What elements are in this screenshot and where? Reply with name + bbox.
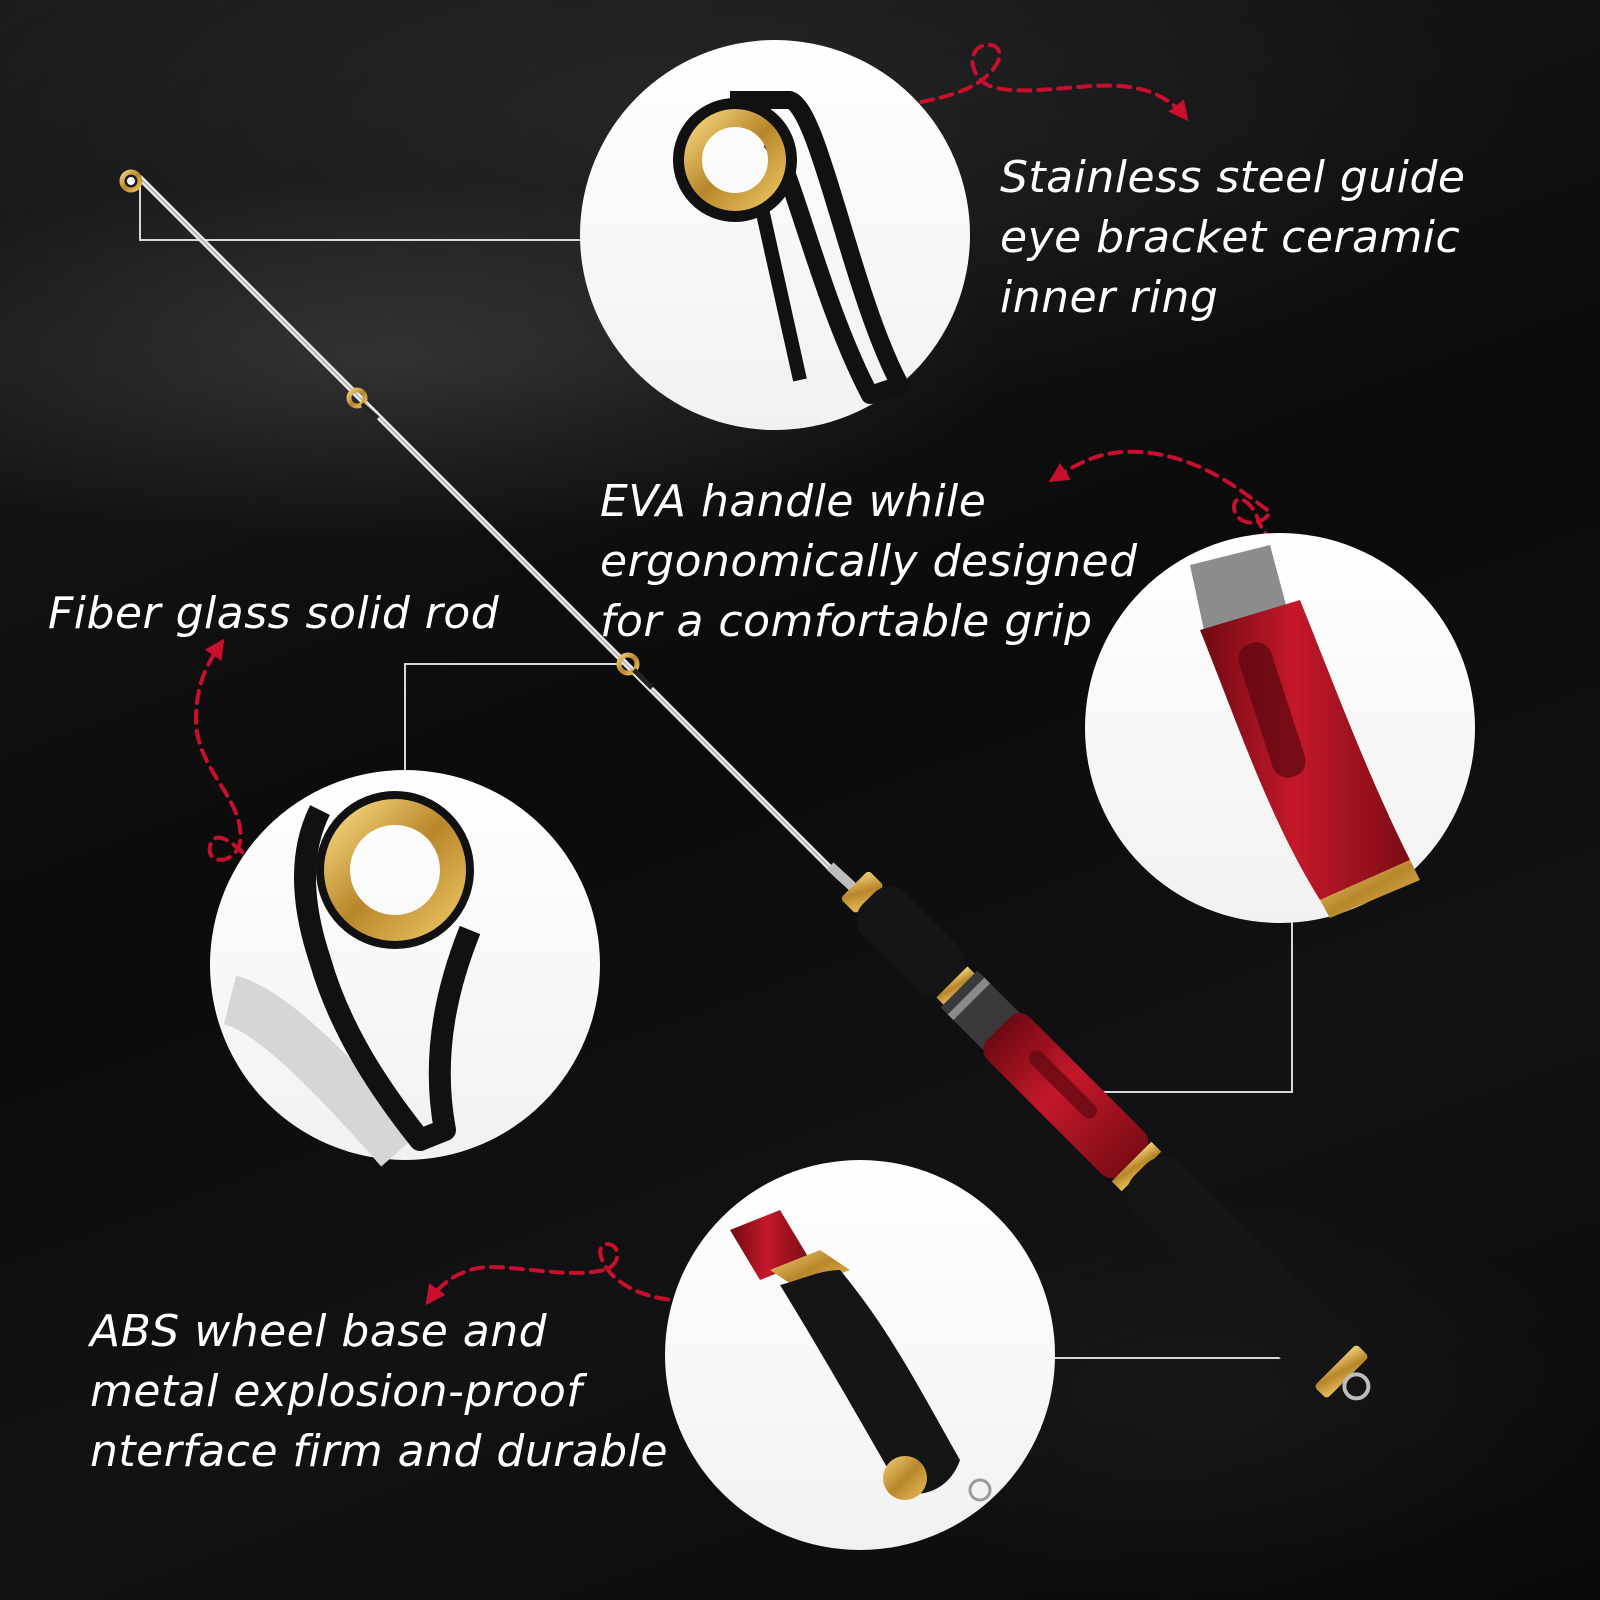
fishing-rod xyxy=(119,169,1371,1401)
detail-circle-grip xyxy=(1085,533,1475,923)
middle-guide-icon xyxy=(616,652,654,690)
caption-abs-wheel-base: ABS wheel base and metal explosion-proof… xyxy=(90,1302,668,1482)
caption-line: metal explosion-proof xyxy=(90,1366,583,1417)
caption-line: inner ring xyxy=(1000,272,1219,323)
callout-line-tip-guide xyxy=(139,178,582,241)
callout-line-mid-guide xyxy=(404,663,622,770)
rod-handle xyxy=(841,871,1371,1401)
caption-eva-handle: EVA handle while ergonomically designed … xyxy=(600,472,1138,652)
caption-stainless-steel-guide: Stainless steel guide eye bracket cerami… xyxy=(1000,148,1465,328)
detail-circle-top-guide xyxy=(580,40,970,430)
caption-line: EVA handle while xyxy=(600,476,987,527)
tip-guide-icon xyxy=(119,169,143,193)
arrow-abs-icon xyxy=(425,1241,730,1306)
upper-guide-icon xyxy=(346,387,380,420)
detail-circle-middle-guide xyxy=(210,770,600,1167)
callout-line-grip xyxy=(1090,916,1293,1093)
caption-line: ABS wheel base and xyxy=(90,1306,548,1357)
caption-fiber-glass-rod: Fiber glass solid rod xyxy=(48,584,499,644)
callout-lines xyxy=(139,178,1296,1359)
caption-line: eye bracket ceramic xyxy=(1000,212,1461,263)
arrow-guide-icon xyxy=(880,42,1189,122)
caption-line: Fiber glass solid rod xyxy=(48,588,500,639)
detail-circle-butt xyxy=(665,1160,1055,1550)
caption-line: nterface firm and durable xyxy=(90,1426,669,1477)
caption-line: Stainless steel guide xyxy=(1000,152,1466,203)
caption-line: ergonomically designed xyxy=(600,536,1138,587)
caption-line: for a comfortable grip xyxy=(600,596,1093,647)
